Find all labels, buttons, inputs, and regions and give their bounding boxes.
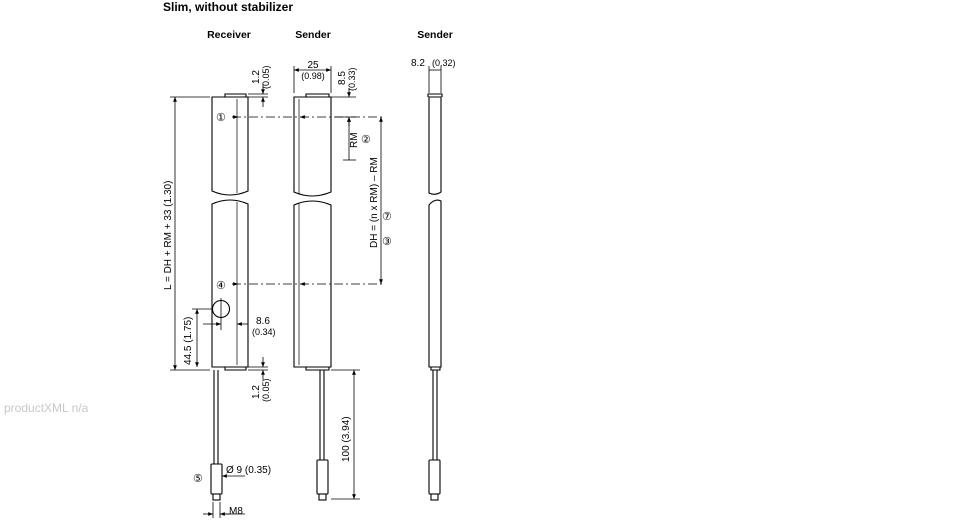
- rm-label: RM: [349, 132, 360, 148]
- width-inch-label: (0.98): [301, 71, 325, 81]
- plug-diameter-label: Ø 9 (0.35): [226, 465, 271, 476]
- sender-front-housing: [293, 93, 332, 501]
- bottom-offset-inch-label: (0.05): [261, 378, 271, 402]
- top-offset-inch-label: (0.05): [261, 65, 271, 89]
- cable-length-label: 100 (3.94): [341, 416, 352, 462]
- dimension-lines: [170, 66, 442, 518]
- top-offset-label: 1.2: [251, 70, 262, 84]
- receiver-housing: [210, 93, 249, 501]
- callout-2: ②: [361, 134, 371, 146]
- page-title: Slim, without stabilizer: [163, 0, 294, 14]
- callout-7: ⑦: [382, 211, 392, 223]
- connector-offset-label: 8.6: [256, 316, 270, 327]
- dh-formula-label: DH = (n x RM) – RM: [369, 157, 380, 248]
- side-width-inch-label: (0.32): [432, 58, 456, 68]
- optical-axis-lines: [232, 115, 382, 286]
- receiver-header: Receiver: [207, 29, 251, 41]
- side-width-label: 8.2: [411, 58, 425, 69]
- watermark-text: productXML n/a: [4, 401, 89, 415]
- length-formula-label: L = DH + RM + 33 (1.30): [163, 181, 174, 290]
- callout-3: ③: [382, 236, 392, 248]
- thread-label: M8: [229, 506, 243, 517]
- connector-height-label: 44.5 (1.75): [183, 317, 194, 365]
- callout-5: ⑤: [193, 473, 203, 485]
- sender-front-header: Sender: [295, 29, 331, 41]
- bottom-offset-label: 1.2: [251, 385, 262, 399]
- callout-1: ①: [216, 112, 226, 124]
- sender-side-housing: [427, 93, 443, 501]
- sender-side-header: Sender: [417, 29, 453, 41]
- connector-offset-inch-label: (0.34): [252, 327, 276, 337]
- top-height-label: 8.5: [337, 71, 348, 85]
- top-height-inch-label: (0.33): [347, 67, 357, 91]
- width-label: 25: [307, 60, 319, 71]
- callout-4: ④: [216, 280, 226, 292]
